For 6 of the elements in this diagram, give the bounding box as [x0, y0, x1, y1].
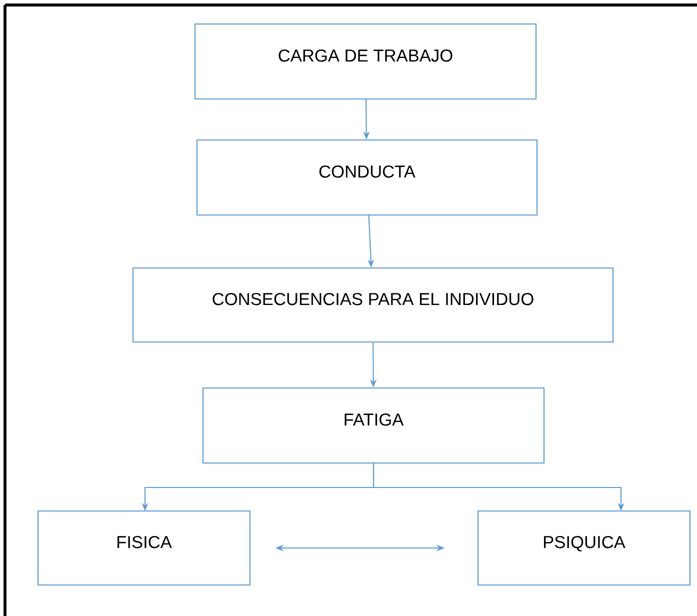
process-box: CONSECUENCIAS PARA EL INDIVIDUO	[132, 267, 614, 343]
process-box: FATIGA	[202, 387, 545, 464]
process-box: PSIQUICA	[477, 510, 691, 586]
process-box: FISICA	[37, 510, 251, 586]
process-box: CARGA DE TRABAJO	[194, 23, 537, 100]
process-box: CONDUCTA	[196, 139, 538, 216]
